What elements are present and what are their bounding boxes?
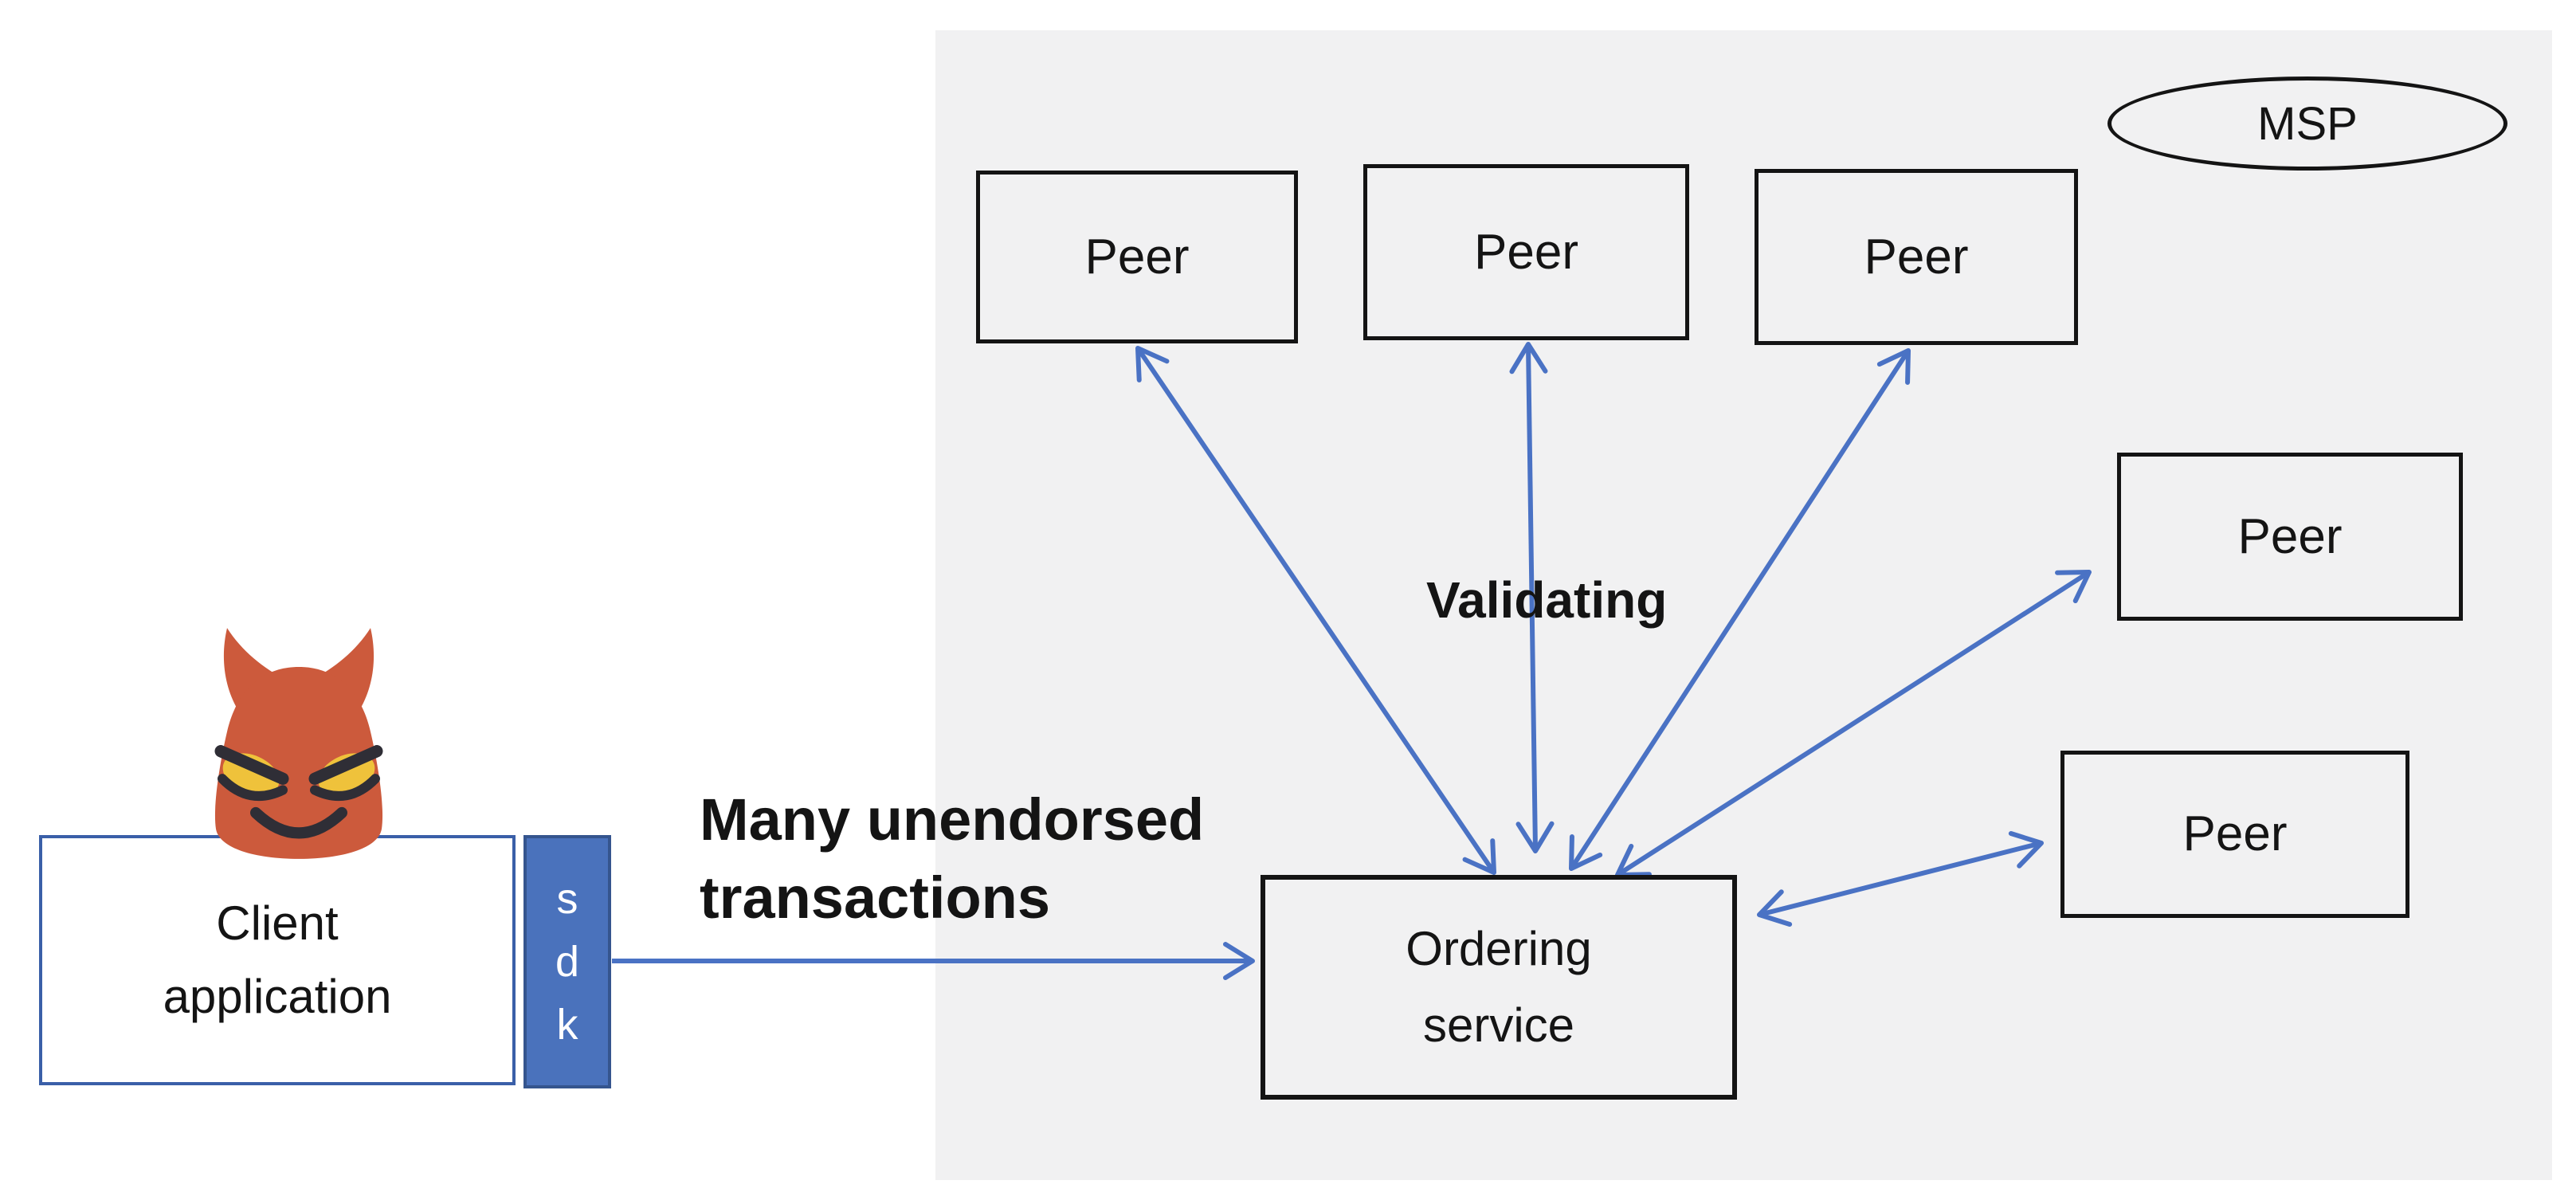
ordering-service-box: Ordering service <box>1261 875 1737 1100</box>
ordering-label-line2: service <box>1422 998 1575 1052</box>
peer-label: Peer <box>2182 806 2288 861</box>
peer-label: Peer <box>2237 508 2343 564</box>
peer-box-5: Peer <box>2060 751 2409 918</box>
many-unendorsed-line1: Many unendorsed <box>700 786 1205 853</box>
arrow-ordering-peer2 <box>1509 342 1555 853</box>
arrow-ordering-peer1 <box>1135 346 1496 875</box>
sdk-letter-d: d <box>555 937 580 986</box>
many-unendorsed-caption: Many unendorsed transactions <box>700 781 1204 937</box>
arrow-ordering-peer5 <box>1757 831 2044 927</box>
peer-label: Peer <box>1474 224 1578 280</box>
peer-box-2: Peer <box>1363 164 1689 340</box>
client-label-line1: Client <box>216 896 339 950</box>
sdk-letter-k: k <box>556 1000 578 1049</box>
validating-caption: Validating <box>1426 571 1668 629</box>
sdk-letter-s: s <box>556 874 578 923</box>
peer-box-3: Peer <box>1755 169 2078 345</box>
sdk-box: s d k <box>523 835 611 1088</box>
msp-label: MSP <box>2257 97 2358 150</box>
devil-left-eyelid <box>214 745 289 785</box>
peer-box-1: Peer <box>976 171 1298 343</box>
devil-right-eyelid <box>308 745 383 785</box>
peer-label: Peer <box>1864 229 1969 284</box>
ordering-label-line1: Ordering <box>1406 922 1592 975</box>
client-application-box: Client application <box>39 835 516 1085</box>
many-unendorsed-line2: transactions <box>700 865 1051 931</box>
peer-box-4: Peer <box>2117 453 2463 621</box>
devil-right-eye-underline <box>310 774 380 802</box>
arrow-ordering-peer4 <box>1615 570 2092 877</box>
devil-emoji-icon <box>214 628 383 859</box>
msp-ellipse: MSP <box>2107 76 2507 171</box>
devil-smile <box>250 806 347 839</box>
client-label-line2: application <box>163 970 392 1023</box>
peer-label: Peer <box>1084 229 1190 284</box>
devil-left-eye-underline <box>218 774 288 802</box>
